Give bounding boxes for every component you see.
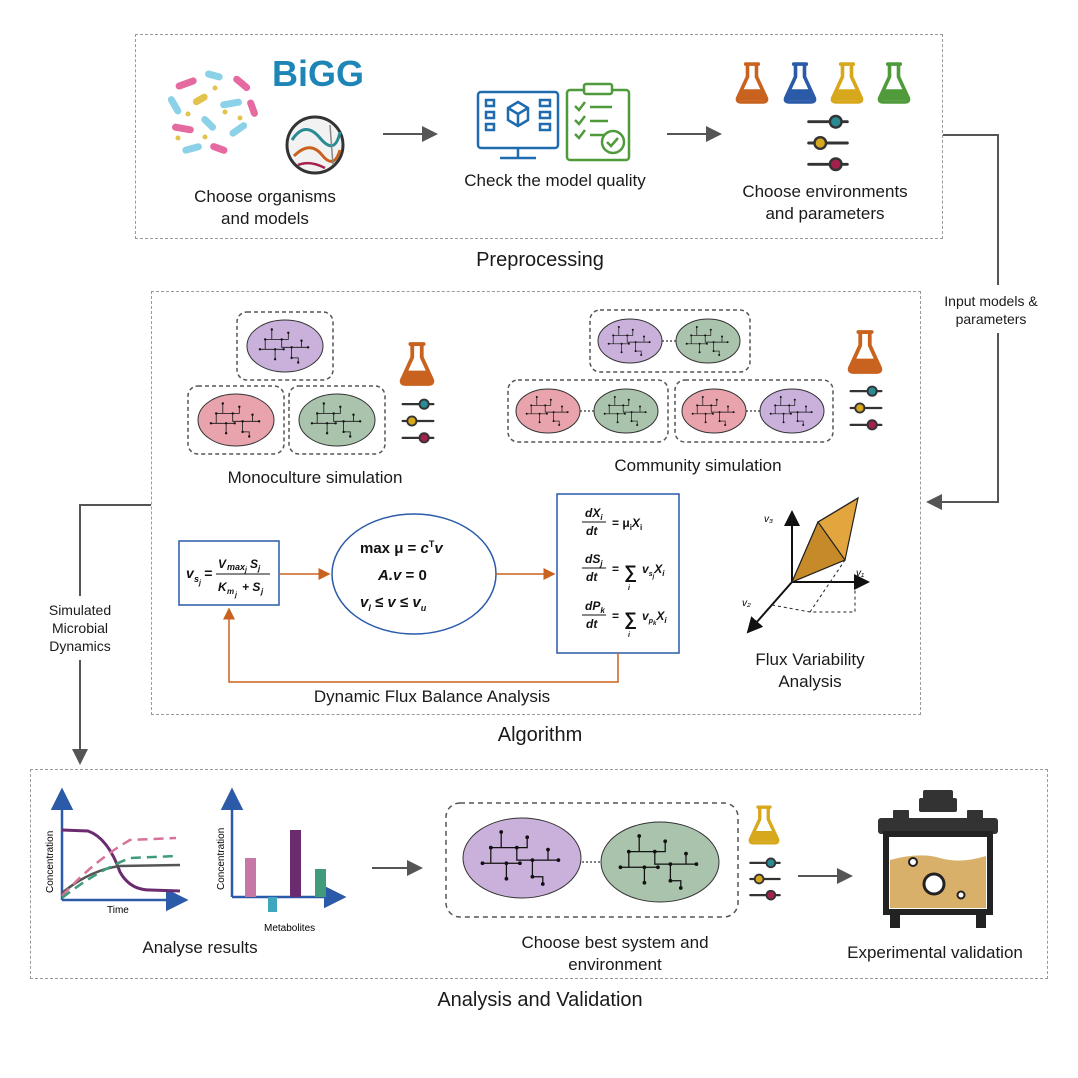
algorithm-title: Algorithm [497, 724, 583, 746]
fva-polytope-diagram: v₃ v₁ v₂ [742, 496, 870, 634]
map-icon [285, 115, 345, 175]
analysis-box [30, 769, 1048, 979]
bioreactor-icon [878, 790, 998, 928]
preprocessing-box [135, 34, 943, 239]
fva-label: Flux Variability Analysis [730, 649, 890, 693]
svg-text:=: = [612, 562, 619, 576]
svg-text:v₂: v₂ [742, 598, 751, 609]
sliders-icon [749, 857, 781, 901]
flask-icon [748, 805, 780, 845]
ode-equations: dXi dt = μiXi dSj dt = ∑ i vsjXi dPk dt … [582, 506, 667, 639]
dfba-label: Dynamic Flux Balance Analysis [313, 687, 551, 706]
svg-text:K: K [218, 580, 228, 594]
svg-text:V: V [218, 557, 227, 571]
svg-text:m: m [227, 587, 234, 596]
svg-text:=: = [612, 609, 619, 623]
analysis-title: Analysis and Validation [437, 989, 643, 1011]
bar-2 [268, 897, 277, 912]
svg-text:vsjXi: vsjXi [642, 562, 665, 580]
svg-text:j: j [260, 587, 264, 596]
svg-text:dt: dt [586, 617, 598, 631]
algorithm-box [151, 291, 921, 715]
simulated-dynamics-label: Simulated Microbial Dynamics [30, 601, 130, 655]
concentration-bar-chart: Concentration Metabolites [216, 787, 347, 934]
concentration-time-plot: Concentration Time [45, 787, 189, 916]
step-choose-environments-line2: and parameters [765, 204, 885, 223]
flask-icon [847, 330, 883, 374]
simulated-dynamics-line1: Simulated [48, 602, 112, 618]
svg-text:dt: dt [586, 524, 598, 538]
svg-text:∑: ∑ [624, 609, 637, 629]
sliders-icon [401, 398, 435, 444]
svg-text:= μiXi: = μiXi [612, 516, 642, 532]
fba-equations: max μ = cTv A.v = 0 vl ≤ v ≤ vu [360, 539, 444, 613]
svg-text:max μ = cTv: max μ = cTv [360, 539, 444, 557]
experimental-validation-label: Experimental validation [847, 943, 1023, 962]
svg-text:dPk: dPk [585, 599, 605, 615]
step-choose-organisms-line1: Choose organisms [194, 187, 336, 206]
sliders-icon [849, 385, 883, 431]
svg-text:v₁: v₁ [856, 568, 864, 579]
kinetics-box [178, 540, 280, 606]
svg-text:i: i [628, 585, 631, 592]
svg-text:i: i [628, 632, 631, 639]
monoculture-label: Monoculture simulation [227, 468, 403, 487]
bacteria-icon [167, 70, 258, 154]
simulated-dynamics-line2: Microbial [51, 620, 108, 636]
svg-text:Concentration: Concentration [216, 828, 227, 890]
svg-text:vl ≤ v ≤ vu: vl ≤ v ≤ vu [360, 594, 427, 613]
monoculture-diagram [187, 311, 386, 455]
svg-text:dXi: dXi [585, 506, 603, 522]
svg-text:dSj: dSj [585, 552, 603, 568]
svg-text:A.v = 0: A.v = 0 [377, 567, 427, 584]
fva-label-line1: Flux Variability [755, 650, 865, 669]
svg-text:∑: ∑ [624, 562, 637, 582]
svg-text:s: s [194, 574, 199, 584]
svg-text:dt: dt [586, 570, 598, 584]
input-models-line1: Input models & [944, 293, 1038, 309]
step-choose-environments-line1: Choose environments [742, 182, 908, 201]
bar-4 [315, 869, 326, 897]
best-system-diagram [445, 802, 739, 918]
step-choose-environments: Choose environments and parameters [715, 181, 935, 225]
svg-text:j: j [198, 580, 202, 587]
preprocessing-title: Preprocessing [476, 249, 604, 271]
simulated-dynamics-line3: Dynamics [49, 638, 111, 654]
sliders-icon [806, 114, 850, 172]
clipboard-check-icon [565, 82, 631, 162]
input-models-label: Input models & parameters [933, 292, 1049, 328]
svg-text:max: max [227, 562, 246, 572]
analyse-results-label: Analyse results [142, 938, 258, 957]
svg-text:j: j [244, 567, 248, 574]
svg-text:j: j [234, 592, 238, 599]
step-choose-organisms-line2: and models [221, 209, 309, 228]
svg-text:Concentration: Concentration [45, 831, 56, 893]
svg-text:Metabolites: Metabolites [264, 923, 315, 934]
step-check-model-quality: Check the model quality [464, 171, 646, 190]
input-models-line2: parameters [955, 311, 1027, 327]
svg-text:Time: Time [107, 905, 129, 916]
community-label: Community simulation [614, 456, 782, 475]
flask-icon [399, 342, 435, 386]
community-diagram [507, 309, 834, 443]
step-choose-organisms: Choose organisms and models [160, 186, 370, 230]
choose-best-system-line1: Choose best system and [521, 933, 709, 952]
flask-icon [735, 62, 911, 104]
bar-1 [245, 858, 256, 897]
ode-box [556, 493, 680, 654]
svg-text:j: j [257, 564, 261, 573]
computer-icon [476, 90, 560, 160]
choose-best-system-line2: environment [568, 955, 662, 974]
fva-label-line2: Analysis [778, 672, 842, 691]
choose-best-system-label: Choose best system and environment [480, 932, 750, 976]
bigg-logo: BiGG [272, 53, 364, 94]
bar-3 [290, 830, 301, 897]
svg-text:v: v [186, 565, 195, 581]
svg-text:+ S: + S [242, 580, 260, 594]
svg-text:=: = [204, 565, 212, 581]
svg-text:S: S [250, 557, 258, 571]
svg-text:v₃: v₃ [764, 514, 773, 525]
